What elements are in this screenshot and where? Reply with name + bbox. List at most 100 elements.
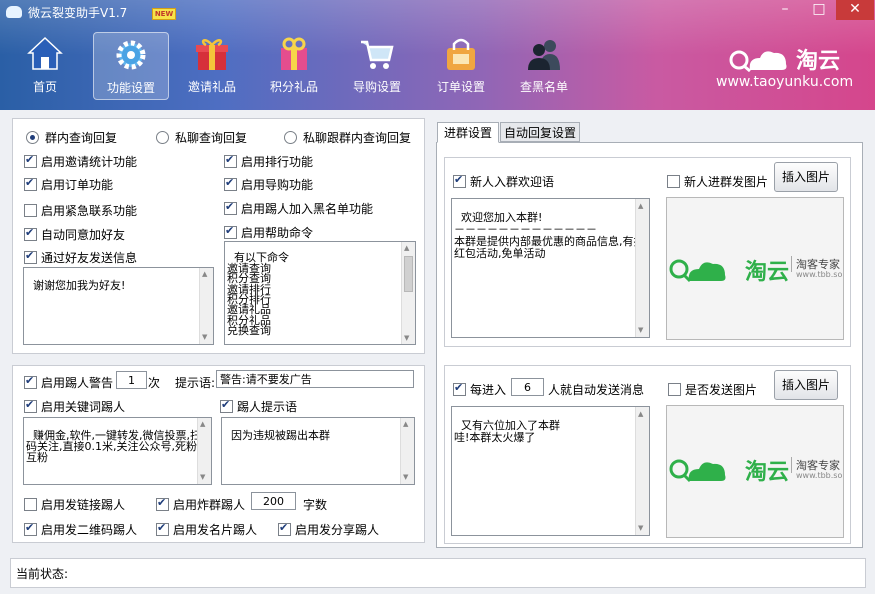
help-command-textarea[interactable]: 有以下命令 邀请查询 积分查询 邀请排行 积分排行 邀请礼品 积分礼品 兑换查询 xyxy=(224,241,416,345)
welcome-textarea[interactable]: 欢迎您加入本群! －－－－－－－－－－－－－ 本群是提供内部最优惠的商品信息,有… xyxy=(451,198,650,338)
welcome-image-tag: 淘客专家 xyxy=(791,256,840,272)
checkbox-ranking-label: 启用排行功能 xyxy=(241,155,314,169)
checkbox-qrcode-kick-box[interactable] xyxy=(24,521,37,536)
checkbox-qrcode-kick[interactable]: 启用发二维码踢人 xyxy=(24,521,137,538)
checkbox-kick-blacklist[interactable]: 启用踢人加入黑名单功能 xyxy=(224,200,373,217)
warning-count-unit: 次 xyxy=(148,376,161,390)
checkbox-shopping-guide[interactable]: 启用导购功能 xyxy=(224,176,313,193)
checkbox-card-kick-box[interactable] xyxy=(156,521,169,536)
checkbox-invite-stats[interactable]: 启用邀请统计功能 xyxy=(24,153,137,170)
friend-message-text: 谢谢您加我为好友! xyxy=(33,279,126,292)
checkbox-auto-send-image-box[interactable] xyxy=(668,383,681,396)
keyword-scrollbar[interactable] xyxy=(197,418,211,484)
home-icon xyxy=(27,36,63,70)
checkbox-emergency-contact[interactable]: 启用紧急联系功能 xyxy=(24,202,137,219)
auto-send-count-input[interactable]: 6 xyxy=(511,378,544,396)
checkbox-emergency-contact-box[interactable] xyxy=(24,204,37,217)
prompt-label: 提示语: xyxy=(175,376,216,390)
checkbox-auto-send[interactable]: 每进入 xyxy=(453,381,506,398)
flood-char-input[interactable]: 200 xyxy=(251,492,296,510)
status-bar xyxy=(10,558,866,588)
checkbox-kick-blacklist-box[interactable] xyxy=(224,200,237,215)
checkbox-link-kick-box[interactable] xyxy=(24,498,37,511)
auto-send-scrollbar[interactable] xyxy=(635,407,649,535)
checkbox-welcome-message[interactable]: 新人入群欢迎语 xyxy=(453,173,554,190)
checkbox-keyword-kick[interactable]: 启用关键词踢人 xyxy=(24,398,125,415)
radio-both-reply-indicator[interactable] xyxy=(284,131,297,144)
insert-welcome-image-button[interactable]: 插入图片 xyxy=(774,162,838,192)
welcome-scrollbar[interactable] xyxy=(635,199,649,337)
checkbox-auto-accept-friend[interactable]: 自动同意加好友 xyxy=(24,226,125,243)
nav-order-settings[interactable]: 订单设置 xyxy=(424,32,498,98)
radio-both-reply-label: 私聊跟群内查询回复 xyxy=(303,131,412,145)
radio-group-reply-label: 群内查询回复 xyxy=(45,131,118,145)
insert-auto-send-image-button[interactable]: 插入图片 xyxy=(774,370,838,400)
friend-message-scrollbar[interactable] xyxy=(199,268,213,344)
checkbox-ranking-box[interactable] xyxy=(224,153,237,168)
friend-message-textarea[interactable]: 谢谢您加我为好友! xyxy=(23,267,214,345)
checkbox-friend-message-box[interactable] xyxy=(24,249,37,264)
auto-send-image-preview[interactable]: 淘云 淘客专家 www.tbb.so xyxy=(666,405,844,538)
checkbox-link-kick[interactable]: 启用发链接踢人 xyxy=(24,496,125,513)
warning-count-input[interactable]: 1 xyxy=(116,371,147,389)
checkbox-flood-kick[interactable]: 启用炸群踢人 xyxy=(156,496,245,513)
status-label: 当前状态: xyxy=(16,567,69,581)
radio-private-reply[interactable]: 私聊查询回复 xyxy=(156,129,247,146)
gear-icon xyxy=(116,40,146,70)
tab-join-settings[interactable]: 进群设置 xyxy=(437,122,499,143)
welcome-image-preview[interactable]: 淘云 淘客专家 www.tbb.so xyxy=(666,197,844,340)
checkbox-welcome-image-box[interactable] xyxy=(667,175,680,188)
nav-home[interactable]: 首页 xyxy=(8,32,82,98)
checkbox-friend-message[interactable]: 通过好友发送信息 xyxy=(24,249,137,266)
checkbox-kick-prompt-box[interactable] xyxy=(220,398,233,413)
radio-both-reply[interactable]: 私聊跟群内查询回复 xyxy=(284,129,411,146)
radio-group-reply[interactable]: 群内查询回复 xyxy=(26,129,117,146)
checkbox-help-command-box[interactable] xyxy=(224,224,237,239)
maximize-button[interactable]: □ xyxy=(812,1,826,17)
checkbox-share-kick-box[interactable] xyxy=(278,521,291,536)
checkbox-welcome-image[interactable]: 新人进群发图片 xyxy=(667,173,768,190)
checkbox-auto-send-image[interactable]: 是否发送图片 xyxy=(668,381,757,398)
checkbox-auto-send-box[interactable] xyxy=(453,381,466,396)
checkbox-flood-kick-box[interactable] xyxy=(156,496,169,511)
minimize-button[interactable]: – xyxy=(781,1,789,17)
nav-blacklist[interactable]: 查黑名单 xyxy=(507,32,581,98)
help-command-scroll-thumb[interactable] xyxy=(404,256,413,292)
checkbox-card-kick[interactable]: 启用发名片踢人 xyxy=(156,521,257,538)
checkbox-auto-accept-friend-box[interactable] xyxy=(24,226,37,241)
nav-invite-gifts[interactable]: 邀请礼品 xyxy=(175,32,249,98)
checkbox-kick-warning-box[interactable] xyxy=(24,374,37,389)
users-icon xyxy=(528,40,560,70)
checkbox-auto-send-prefix: 每进入 xyxy=(470,383,507,397)
checkbox-kick-prompt[interactable]: 踢人提示语 xyxy=(220,398,297,415)
checkbox-keyword-kick-box[interactable] xyxy=(24,398,37,413)
checkbox-share-kick[interactable]: 启用发分享踢人 xyxy=(278,521,379,538)
nav-feature-settings[interactable]: 功能设置 xyxy=(93,32,169,100)
checkbox-invite-stats-box[interactable] xyxy=(24,153,37,168)
nav-label-invite-gifts: 邀请礼品 xyxy=(187,80,236,94)
flood-char-unit: 字数 xyxy=(303,498,328,512)
radio-group-reply-indicator[interactable] xyxy=(26,131,39,144)
checkbox-welcome-message-label: 新人入群欢迎语 xyxy=(470,175,555,189)
warning-prompt-input[interactable]: 警告:请不要发广告 xyxy=(216,370,414,388)
close-button[interactable]: ✕ xyxy=(836,0,874,20)
kick-prompt-scrollbar[interactable] xyxy=(400,418,414,484)
checkbox-orders-box[interactable] xyxy=(24,176,37,191)
help-command-scrollbar[interactable] xyxy=(401,242,415,344)
checkbox-help-command[interactable]: 启用帮助命令 xyxy=(224,224,313,241)
nav-shopping-guide[interactable]: 导购设置 xyxy=(340,32,414,98)
radio-private-reply-indicator[interactable] xyxy=(156,131,169,144)
checkbox-kick-warning[interactable]: 启用踢人警告 xyxy=(24,374,113,391)
tab-auto-reply-settings[interactable]: 自动回复设置 xyxy=(500,122,580,142)
nav-points-gifts[interactable]: 积分礼品 xyxy=(257,32,331,98)
checkbox-welcome-message-box[interactable] xyxy=(453,173,466,188)
checkbox-friend-message-label: 通过好友发送信息 xyxy=(41,251,138,265)
kick-prompt-textarea[interactable]: 因为违规被踢出本群 xyxy=(221,417,415,485)
checkbox-shopping-guide-box[interactable] xyxy=(224,176,237,191)
keyword-text: 赚佣金,软件,一键转发,微信投票,扫码关注,直接0.1米,关注公众号,死粉,互粉 xyxy=(26,429,201,464)
auto-send-textarea[interactable]: 又有六位加入了本群 哇!本群太火爆了 xyxy=(451,406,650,536)
keyword-textarea[interactable]: 赚佣金,软件,一键转发,微信投票,扫码关注,直接0.1米,关注公众号,死粉,互粉 xyxy=(23,417,212,485)
checkbox-invite-stats-label: 启用邀请统计功能 xyxy=(41,155,138,169)
checkbox-orders[interactable]: 启用订单功能 xyxy=(24,176,113,193)
checkbox-ranking[interactable]: 启用排行功能 xyxy=(224,153,313,170)
